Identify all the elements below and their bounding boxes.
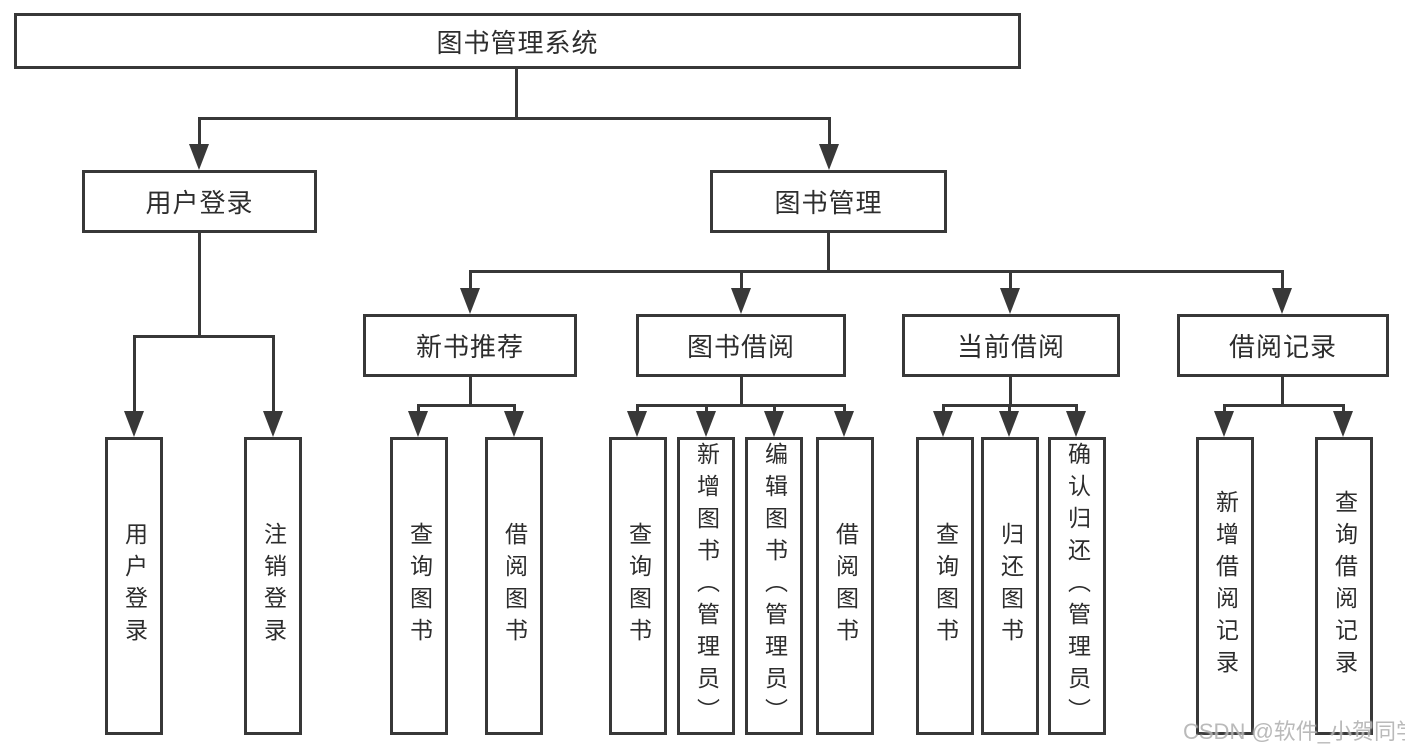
connector-line bbox=[1281, 377, 1284, 406]
connector-line bbox=[1223, 404, 1226, 414]
connector-line bbox=[827, 233, 830, 272]
node-label: 图书借阅 bbox=[686, 332, 795, 362]
node-book-management: 图书管理 bbox=[710, 170, 947, 233]
connector-line bbox=[1008, 404, 1011, 414]
connector-line bbox=[417, 404, 516, 407]
leaf-cb-confirm-return-admin: 确认归还（管理员） bbox=[1048, 437, 1106, 735]
leaf-user-login: 用户登录 bbox=[105, 437, 163, 735]
arrowhead-icon bbox=[1272, 288, 1292, 314]
node-label: 查询图书 bbox=[932, 522, 959, 650]
connector-line bbox=[133, 335, 275, 338]
connector-line bbox=[198, 233, 201, 337]
arrowhead-icon bbox=[504, 411, 524, 437]
node-label: 借阅图书 bbox=[501, 522, 528, 650]
arrowhead-icon bbox=[1066, 411, 1086, 437]
node-label: 确认归还（管理员） bbox=[1064, 442, 1091, 730]
leaf-bb-edit-book-admin: 编辑图书（管理员） bbox=[745, 437, 803, 735]
connector-line bbox=[740, 377, 743, 406]
node-label: 用户登录 bbox=[121, 522, 148, 650]
node-label: 编辑图书（管理员） bbox=[761, 442, 788, 730]
node-library-system: 图书管理系统 bbox=[14, 13, 1021, 69]
node-new-book-recommend: 新书推荐 bbox=[363, 314, 577, 377]
connector-line bbox=[1009, 377, 1012, 406]
node-label: 归还图书 bbox=[997, 522, 1024, 650]
connector-line bbox=[1223, 404, 1345, 407]
arrowhead-icon bbox=[1000, 288, 1020, 314]
connector-line bbox=[417, 404, 420, 414]
node-label: 借阅图书 bbox=[832, 522, 859, 650]
arrowhead-icon bbox=[696, 411, 716, 437]
arrowhead-icon bbox=[263, 411, 283, 437]
node-label: 注销登录 bbox=[260, 522, 287, 650]
arrowhead-icon bbox=[731, 288, 751, 314]
node-label: 借阅记录 bbox=[1228, 332, 1337, 362]
arrowhead-icon bbox=[764, 411, 784, 437]
node-label: 新增借阅记录 bbox=[1212, 490, 1239, 682]
connector-line bbox=[1075, 404, 1078, 414]
leaf-logout: 注销登录 bbox=[244, 437, 302, 735]
arrowhead-icon bbox=[460, 288, 480, 314]
connector-line bbox=[198, 117, 831, 120]
leaf-bb-borrow-book: 借阅图书 bbox=[816, 437, 874, 735]
node-user-login: 用户登录 bbox=[82, 170, 317, 233]
node-label: 当前借阅 bbox=[956, 332, 1065, 362]
node-label: 图书管理系统 bbox=[436, 27, 599, 58]
connector-line bbox=[515, 69, 518, 119]
connector-line bbox=[828, 117, 831, 148]
node-book-borrow: 图书借阅 bbox=[636, 314, 846, 377]
leaf-nb-query-book: 查询图书 bbox=[390, 437, 448, 735]
arrowhead-icon bbox=[933, 411, 953, 437]
connector-line bbox=[942, 404, 945, 414]
connector-line bbox=[469, 377, 472, 406]
node-label: 查询图书 bbox=[625, 522, 652, 650]
arrowhead-icon bbox=[189, 144, 209, 170]
arrowhead-icon bbox=[1333, 411, 1353, 437]
connector-line bbox=[773, 404, 776, 414]
csdn-watermark: CSDN @软件_小贺同学 bbox=[1183, 719, 1405, 744]
node-label: 查询图书 bbox=[406, 522, 433, 650]
connector-line bbox=[1342, 404, 1345, 414]
node-borrow-record: 借阅记录 bbox=[1177, 314, 1389, 377]
leaf-cb-return-book: 归还图书 bbox=[981, 437, 1039, 735]
connector-line bbox=[469, 270, 472, 292]
connector-line bbox=[513, 404, 516, 414]
connector-line bbox=[469, 270, 1284, 273]
node-label: 新书推荐 bbox=[415, 332, 524, 362]
connector-line bbox=[636, 404, 846, 407]
arrowhead-icon bbox=[834, 411, 854, 437]
connector-line bbox=[843, 404, 846, 414]
leaf-bb-query-book: 查询图书 bbox=[609, 437, 667, 735]
arrowhead-icon bbox=[999, 411, 1019, 437]
connector-line bbox=[272, 335, 275, 415]
arrowhead-icon bbox=[627, 411, 647, 437]
leaf-cb-query-book: 查询图书 bbox=[916, 437, 974, 735]
arrowhead-icon bbox=[819, 144, 839, 170]
connector-line bbox=[705, 404, 708, 414]
arrowhead-icon bbox=[124, 411, 144, 437]
connector-line bbox=[740, 270, 743, 292]
node-label: 用户登录 bbox=[145, 188, 254, 218]
node-current-borrow: 当前借阅 bbox=[902, 314, 1120, 377]
arrowhead-icon bbox=[1214, 411, 1234, 437]
leaf-br-query-record: 查询借阅记录 bbox=[1315, 437, 1373, 735]
leaf-br-add-record: 新增借阅记录 bbox=[1196, 437, 1254, 735]
node-label: 新增图书（管理员） bbox=[693, 442, 720, 730]
leaf-bb-add-book-admin: 新增图书（管理员） bbox=[677, 437, 735, 735]
node-label: 查询借阅记录 bbox=[1331, 490, 1358, 682]
connector-line bbox=[1281, 270, 1284, 292]
arrowhead-icon bbox=[408, 411, 428, 437]
connector-line bbox=[1009, 270, 1012, 292]
connector-line bbox=[636, 404, 639, 414]
leaf-nb-borrow-book: 借阅图书 bbox=[485, 437, 543, 735]
connector-line bbox=[198, 117, 201, 148]
node-label: 图书管理 bbox=[774, 188, 883, 218]
connector-line bbox=[133, 335, 136, 415]
